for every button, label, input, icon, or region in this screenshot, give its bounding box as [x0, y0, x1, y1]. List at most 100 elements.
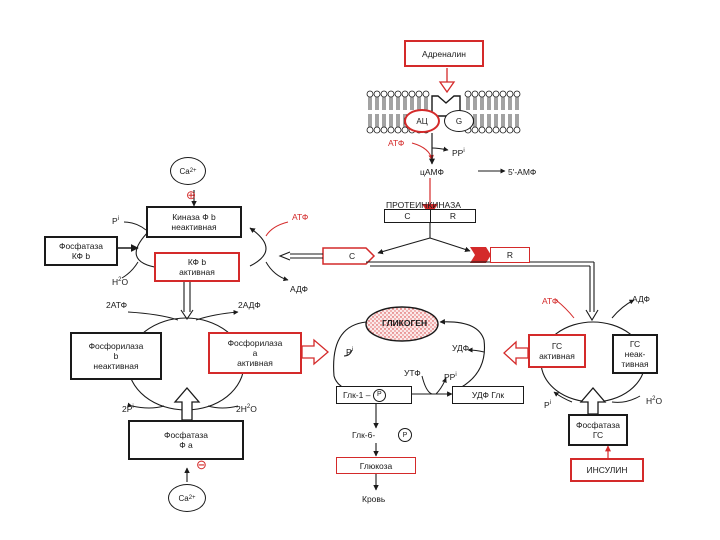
glucose-box: Глюкоза	[336, 457, 416, 474]
kinase-b-inactive: Киназа Ф b неактивная	[146, 206, 242, 238]
lipid-tail	[480, 114, 484, 127]
ppi-arrow	[431, 146, 449, 152]
lipid-head	[408, 90, 416, 98]
adrenaline-label: Адреналин	[422, 48, 466, 59]
lipid-head	[506, 126, 514, 134]
g-protein: G	[444, 110, 474, 132]
lipid-tail	[473, 97, 477, 110]
lipid-tail	[375, 97, 379, 110]
lipid-head	[401, 90, 409, 98]
c-free-label: C	[349, 251, 356, 261]
pka-c-subunit: C	[384, 209, 430, 223]
adp-label-kinase: АДФ	[290, 284, 308, 294]
lipid-head	[366, 90, 374, 98]
blood-label: Кровь	[362, 494, 386, 504]
phosphate-icon-g6p: P	[398, 428, 412, 442]
lipid-tail	[389, 114, 393, 127]
phosphatase-gs: Фосфатаза ГС	[568, 414, 628, 446]
lipid-head	[499, 126, 507, 134]
h2o-label-kinase: H2O	[112, 276, 129, 287]
lipid-head	[499, 90, 507, 98]
lipid-tail	[487, 97, 491, 110]
lipid-tail	[515, 97, 519, 110]
lipid-head	[513, 126, 521, 134]
amp-label: 5'-АМФ	[508, 167, 537, 177]
r-chevron	[470, 247, 491, 263]
lipid-head	[471, 126, 479, 134]
ppi-label-ac: PPi	[452, 147, 465, 158]
lipid-tail	[410, 97, 414, 110]
lipid-head	[394, 126, 402, 134]
lipid-head	[513, 90, 521, 98]
lipid-tail	[417, 97, 421, 110]
lipid-tail	[424, 97, 428, 110]
pka-title: ПРОТЕИНКИНАЗА	[386, 200, 461, 210]
phosphatase-fa: Фосфатаза Ф а	[128, 420, 244, 460]
atp-label-gs: АТФ	[542, 296, 559, 306]
lipid-head	[485, 126, 493, 134]
lipid-tail	[389, 97, 393, 110]
adrenaline-box: Адреналин	[404, 40, 484, 67]
lipid-head	[506, 90, 514, 98]
phosphatase-kf-b: Фосфатаза КФ b	[44, 236, 118, 266]
hormone-arrowhead	[438, 81, 456, 94]
pka-r-release-arrow	[429, 237, 471, 253]
c-free-shape	[322, 247, 376, 265]
pka-r-subunit: R	[430, 209, 476, 223]
lipid-head	[464, 90, 472, 98]
udp-label: УДФ	[452, 343, 470, 353]
atp-to-camp-arrow	[411, 142, 434, 161]
lipid-tail	[403, 97, 407, 110]
lipid-head	[422, 90, 430, 98]
atp-label-kinase: АТФ	[292, 212, 309, 222]
h2o2-label: 2H2O	[236, 403, 257, 414]
pi-label-glycogen: Pi	[346, 346, 354, 357]
inhibition-minus-icon: ⊖	[196, 457, 207, 472]
camp-label: цАМФ	[420, 167, 444, 177]
adenylate-cyclase: АЦ	[404, 109, 440, 133]
lipid-head	[394, 90, 402, 98]
lipid-tail	[368, 97, 372, 110]
r-free-box: R	[490, 247, 530, 263]
ppi-label-glycogen: PPi	[444, 371, 457, 382]
kinase-cycle-left	[135, 229, 161, 271]
adp-label-gs: АДФ	[632, 294, 650, 304]
pi-label-kinase: Pi	[112, 215, 120, 226]
lipid-tail	[494, 97, 498, 110]
lipid-tail	[473, 114, 477, 127]
lipid-tail	[382, 97, 386, 110]
lipid-tail	[501, 97, 505, 110]
lipid-tail	[396, 97, 400, 110]
lipid-tail	[382, 114, 386, 127]
lipid-tail	[501, 114, 505, 127]
lipid-head	[485, 90, 493, 98]
lipid-tail	[466, 97, 470, 110]
atp2-label: 2АТФ	[106, 300, 128, 310]
glucose-1-phosphate: Глк-1 – P	[336, 386, 412, 404]
kinase-b-active: КФ b активная	[154, 252, 240, 282]
utp-label: УТФ	[404, 368, 421, 378]
lipid-head	[401, 126, 409, 134]
lipid-head	[471, 90, 479, 98]
lipid-head	[366, 126, 374, 134]
pka-c-release-arrow	[377, 237, 431, 255]
lipid-tail	[487, 114, 491, 127]
lipid-tail	[396, 114, 400, 127]
lipid-head	[492, 90, 500, 98]
lipid-tail	[515, 114, 519, 127]
activation-plus-icon: ⊕	[186, 188, 197, 202]
glycogen-label: ГЛИКОГЕН	[382, 318, 428, 328]
lipid-head	[380, 126, 388, 134]
phosphate-icon: P	[372, 388, 386, 402]
udp-glucose: УДФ Глк	[452, 386, 524, 404]
insulin-box: ИНСУЛИН	[570, 458, 644, 482]
lipid-head	[492, 126, 500, 134]
g-label: G	[455, 116, 463, 126]
phosphorylase-a-active: Фосфорилаза а активная	[208, 332, 302, 374]
gs-inactive: ГС неак- тивная	[612, 334, 658, 374]
lipid-tail	[508, 114, 512, 127]
h2o-label-gs: H2O	[646, 395, 663, 406]
lipid-head	[387, 90, 395, 98]
